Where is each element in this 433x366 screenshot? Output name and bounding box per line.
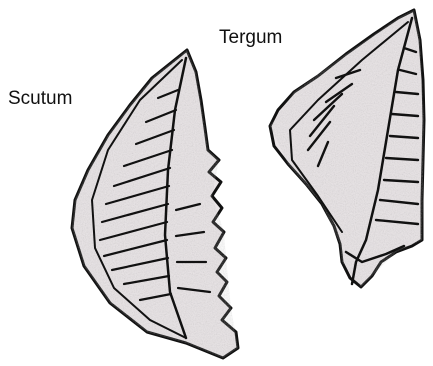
scutum-label: Scutum (8, 88, 72, 110)
scutum-texture (72, 50, 238, 358)
tergum-plate (270, 10, 424, 287)
scutum-plate (72, 50, 238, 358)
tergum-label: Tergum (219, 27, 282, 49)
